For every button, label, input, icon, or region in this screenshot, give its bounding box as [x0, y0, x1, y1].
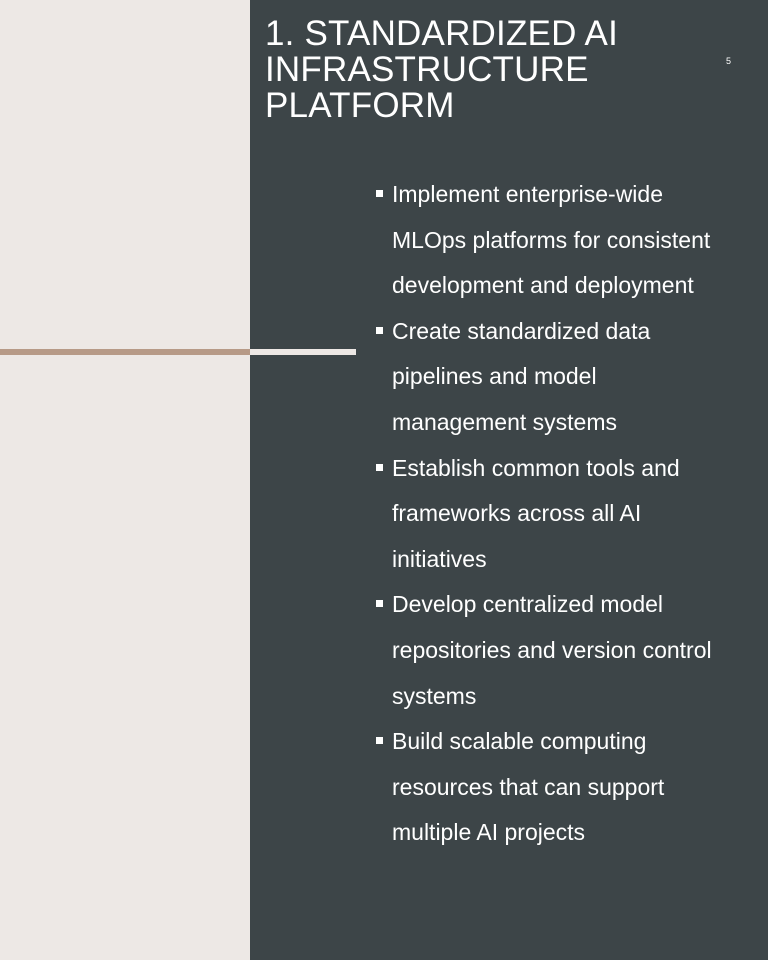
bullet-item: Implement enterprise-wide MLOps platform… [374, 172, 719, 309]
bullet-text: Develop centralized model repositories a… [392, 591, 712, 709]
accent-divider [0, 349, 250, 355]
bullet-item: Build scalable computing resources that … [374, 719, 719, 856]
content-panel [250, 0, 768, 960]
square-bullet-icon [376, 600, 383, 608]
bullet-text: Implement enterprise-wide MLOps platform… [392, 181, 711, 299]
square-bullet-icon [376, 326, 383, 334]
bullet-text: Create standardized data pipelines and m… [392, 317, 651, 435]
square-bullet-icon [376, 190, 383, 197]
bullet-list: Implement enterprise-wide MLOps platform… [374, 172, 719, 856]
bullet-item: Develop centralized model repositories a… [374, 582, 719, 719]
bullet-text: Establish common tools and frameworks ac… [392, 454, 680, 572]
bullet-text: Build scalable computing resources that … [392, 728, 665, 846]
accent-divider-light [250, 349, 356, 355]
slide-number: 5 [726, 56, 732, 66]
square-bullet-icon [376, 463, 383, 471]
bullet-item: Establish common tools and frameworks ac… [374, 446, 719, 583]
slide-title: 1. STANDARDIZED AI INFRASTRUCTURE PLATFO… [265, 14, 619, 125]
square-bullet-icon [376, 737, 383, 745]
bullet-item: Create standardized data pipelines and m… [374, 309, 719, 446]
left-panel [0, 0, 250, 960]
